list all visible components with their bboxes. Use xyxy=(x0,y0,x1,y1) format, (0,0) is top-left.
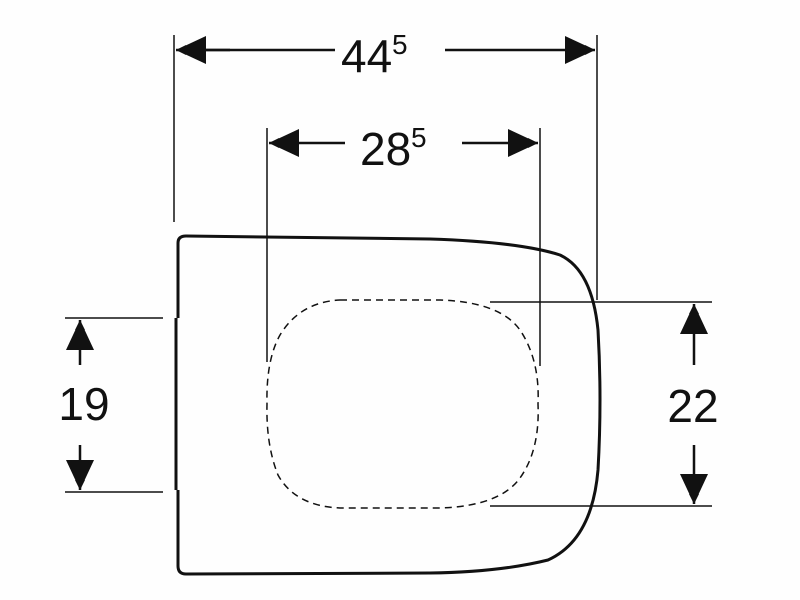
seat-opening-outline xyxy=(266,299,539,509)
overall-width-superscript: 5 xyxy=(392,29,408,60)
overall-width-value: 44 xyxy=(341,30,392,82)
inner-width-superscript: 5 xyxy=(411,122,427,153)
inner-width-value: 28 xyxy=(360,123,411,175)
right-height-value: 22 xyxy=(667,380,718,432)
extension-lines xyxy=(65,35,712,507)
arrowheads xyxy=(66,36,708,504)
seat-outline xyxy=(176,234,602,576)
left-height-value: 19 xyxy=(58,378,109,430)
